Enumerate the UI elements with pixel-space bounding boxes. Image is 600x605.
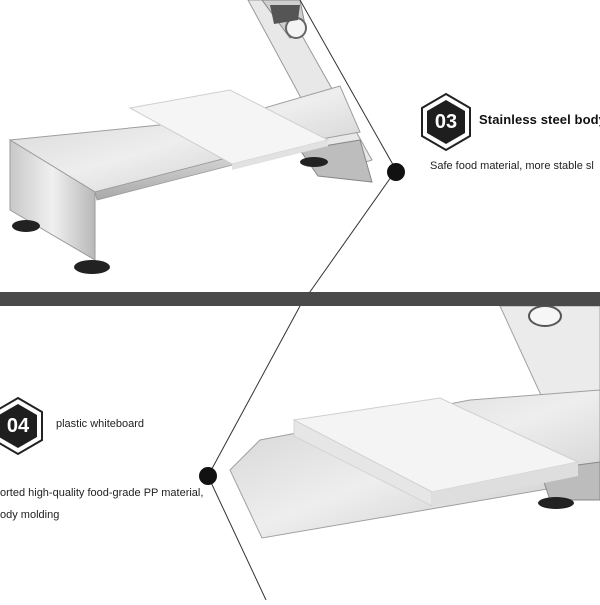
section-description-line-2: ody molding: [0, 509, 60, 521]
slicer-top-view: [8, 0, 471, 307]
section-title-stainless: Stainless steel body: [479, 112, 600, 127]
section-title-whiteboard: plastic whiteboard: [56, 418, 145, 430]
section-description-line-1: orted high-quality food-grade PP materia…: [0, 487, 204, 499]
badge-number-04: 04: [6, 415, 30, 437]
slicer-bottom-view: [0, 305, 600, 601]
section-divider: [0, 292, 600, 306]
badge-number-03: 03: [434, 111, 458, 133]
section-description-stainless: Safe food material, more stable sl: [430, 160, 594, 172]
